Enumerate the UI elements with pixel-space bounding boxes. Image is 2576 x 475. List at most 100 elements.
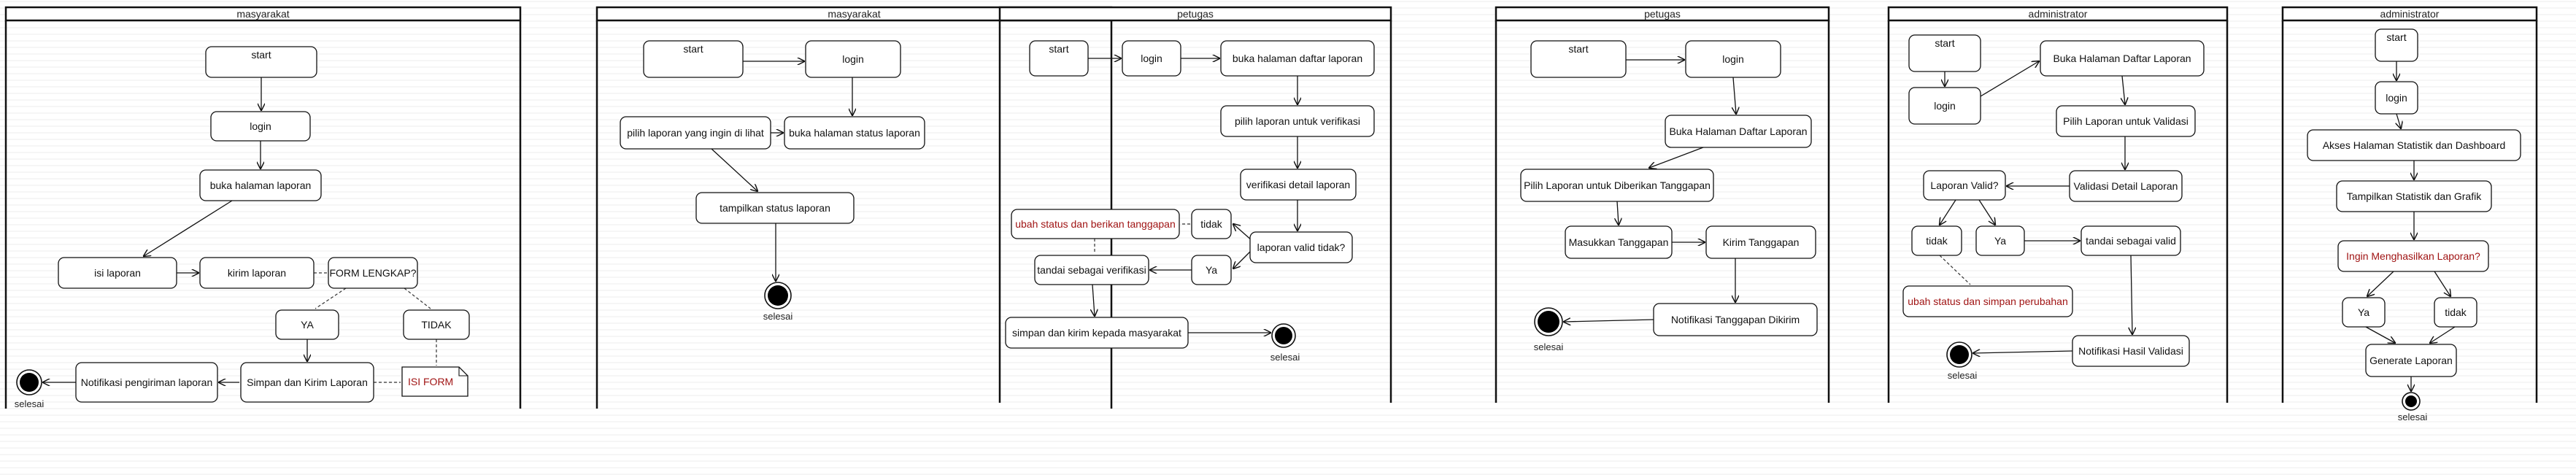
activity-notifikasi-hasil-validasi: Notifikasi Hasil Validasi	[2072, 335, 2190, 367]
node-label: Kirim Tanggapan	[1723, 236, 1800, 248]
swimlane-title: petugas	[1177, 8, 1214, 20]
activity-akses-halaman-statistik-dan-dashboard: Akses Halaman Statistik dan Dashboard	[2307, 129, 2521, 161]
flow-arrow	[1973, 351, 2073, 353]
node-label: Ya	[2358, 306, 2369, 318]
flow-arrow	[1649, 147, 1704, 168]
node-label: start	[2386, 31, 2406, 43]
node-label: login	[842, 53, 864, 65]
node-label: start	[1568, 43, 1588, 55]
end-label: selesai	[1948, 370, 1978, 381]
node-label: buka halaman daftar laporan	[1233, 53, 1362, 64]
start-node: start	[1530, 40, 1627, 78]
node-label: laporan valid tidak?	[1257, 242, 1346, 253]
flow-arrow	[711, 148, 757, 191]
flow-arrow	[2367, 271, 2394, 296]
activity-ya: YA	[275, 309, 339, 340]
swimlane: petugas	[1495, 6, 1830, 403]
node-label: verifikasi detail laporan	[1246, 179, 1350, 190]
node-label: tandai sebagai valid	[2086, 235, 2176, 247]
node-label: tampilkan status laporan	[720, 202, 830, 214]
flow-arrow	[2434, 271, 2450, 296]
start-node: start	[1908, 34, 1981, 72]
activity-pilih-laporan-untuk-diberikan-tanggapan: Pilih Laporan untuk Diberikan Tanggapan	[1520, 169, 1714, 202]
activity-laporan-valid-tidak: laporan valid tidak?	[1249, 231, 1353, 263]
activity-tandai-sebagai-verifikasi: tandai sebagai verifikasi	[1034, 255, 1149, 285]
swimlane-title: administrator	[2380, 8, 2440, 20]
activity-ya: Ya	[1975, 225, 2025, 256]
activity-tampilkan-statistik-dan-grafik: Tampilkan Statistik dan Grafik	[2336, 180, 2492, 212]
node-label: Buka Halaman Daftar Laporan	[2053, 53, 2191, 64]
node-label: FORM LENGKAP?	[329, 267, 416, 279]
end-label: selesai	[1270, 352, 1300, 363]
end-label: selesai	[15, 398, 45, 409]
dashed-connector	[1939, 255, 1971, 285]
node-label: Buka Halaman Daftar Laporan	[1669, 125, 1807, 137]
node-label: Pilih Laporan untuk Validasi	[2063, 115, 2189, 127]
end-label: selesai	[763, 311, 793, 322]
node-label: Validasi Detail Laporan	[2074, 180, 2178, 192]
node-label: Akses Halaman Statistik dan Dashboard	[2323, 139, 2506, 151]
start-node: start	[1029, 40, 1089, 77]
end-label: selesai	[1534, 341, 1564, 352]
activity-pilih-laporan-untuk-verifikasi: pilih laporan untuk verifikasi	[1220, 105, 1375, 137]
flow-arrow	[2365, 326, 2395, 343]
node-label: Notifikasi Hasil Validasi	[2078, 345, 2183, 357]
swimlane-title: masyarakat	[236, 8, 289, 20]
node-label: tidak	[1926, 235, 1948, 247]
end-node: selesai	[763, 282, 793, 322]
flow-arrow	[1564, 320, 1654, 322]
flow-arrow	[144, 200, 233, 256]
activity-login: login	[1685, 40, 1781, 78]
node-label: tidak	[2445, 306, 2467, 318]
end-node: selesai	[1270, 323, 1300, 363]
activity-ingin-menghasilkan-laporan: Ingin Menghasilkan Laporan?	[2337, 240, 2489, 272]
activity-kirim-tanggapan: Kirim Tanggapan	[1705, 225, 1816, 259]
end-node: selesai	[15, 369, 45, 409]
activity-ubah-status-dan-simpan-perubahan: ubah status dan simpan perubahan	[1902, 285, 2073, 317]
swimlane: administrator	[1887, 6, 2229, 403]
flow-arrow	[1092, 284, 1095, 316]
node-label: Laporan Valid?	[1930, 179, 1998, 191]
node-label: TIDAK	[421, 319, 452, 331]
activity-ubah-status-dan-berikan-tanggapan: ubah status dan berikan tanggapan	[1011, 209, 1180, 239]
end-label: selesai	[2398, 412, 2428, 422]
node-label: Pilih Laporan untuk Diberikan Tanggapan	[1524, 179, 1711, 191]
activity-tidak: tidak	[1911, 225, 1962, 256]
node-label: isi laporan	[94, 267, 141, 279]
activity-tidak: tidak	[1191, 209, 1232, 239]
activity-ya: Ya	[2342, 297, 2386, 328]
activity-tidak: TIDAK	[403, 309, 470, 340]
activity-verifikasi-detail-laporan: verifikasi detail laporan	[1240, 169, 1357, 201]
node-label: Notifikasi Tanggapan Dikirim	[1671, 314, 1800, 325]
swimlane: administrator	[2281, 6, 2538, 403]
flow-arrow	[2430, 326, 2456, 343]
swimlane: petugas	[998, 6, 1392, 403]
node-label: kirim laporan	[228, 267, 286, 279]
activity-generate-laporan: Generate Laporan	[2365, 344, 2457, 377]
activity-login: login	[1122, 40, 1181, 77]
node-label: login	[1722, 53, 1744, 65]
activity-login: login	[2375, 81, 2418, 115]
end-node: selesai	[2398, 392, 2428, 422]
flow-arrow	[1980, 61, 2039, 97]
activity-pilih-laporan-yang-ingin-di-lihat: pilih laporan yang ingin di lihat	[620, 116, 771, 150]
node-label: buka halaman laporan	[210, 179, 312, 191]
node-label: login	[250, 120, 271, 132]
activity-buka-halaman-laporan: buka halaman laporan	[199, 169, 322, 201]
node-label: start	[1935, 37, 1954, 49]
node-label: Notifikasi pengiriman laporan	[81, 376, 213, 388]
activity-masukkan-tanggapan: Masukkan Tanggapan	[1565, 225, 1673, 259]
activity-login: login	[805, 40, 901, 78]
node-label: login	[1141, 53, 1162, 64]
node-label: simpan dan kirim kepada masyarakat	[1012, 327, 1181, 339]
node-label: Tampilkan Statistik dan Grafik	[2347, 190, 2482, 202]
activity-kirim-laporan: kirim laporan	[199, 257, 315, 289]
activity-simpan-dan-kirim-laporan: Simpan dan Kirim Laporan	[240, 362, 374, 403]
node-label: tidak	[1200, 218, 1223, 230]
node-label: ISI FORM	[408, 376, 453, 387]
activity-validasi-detail-laporan: Validasi Detail Laporan	[2069, 170, 2183, 202]
node-label: buka halaman status laporan	[789, 127, 920, 139]
swimlane: masyarakat	[4, 6, 522, 409]
flow-arrow	[2131, 255, 2132, 334]
